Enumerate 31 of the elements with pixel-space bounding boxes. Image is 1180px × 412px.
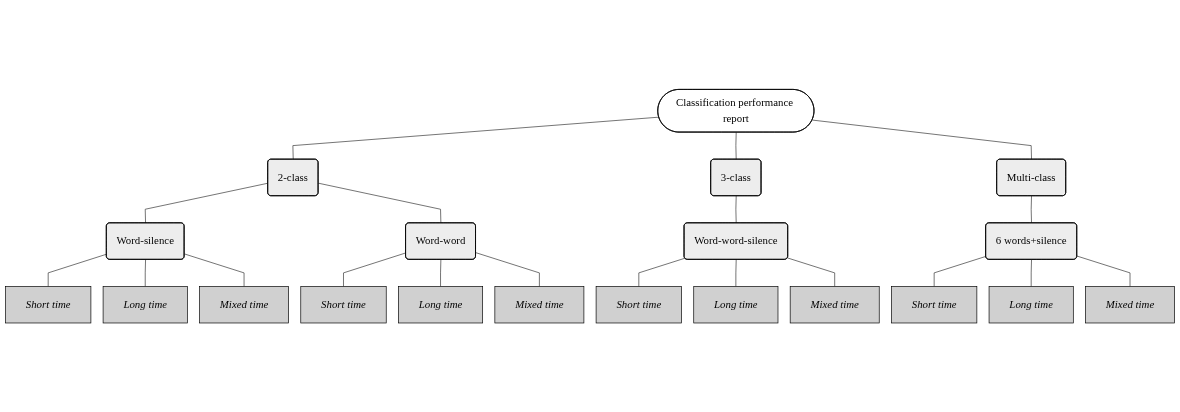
node-box: Short time: [300, 285, 387, 324]
node-box: Short time: [595, 285, 682, 324]
node-box: Mixed time: [199, 285, 289, 324]
connector: [318, 182, 442, 224]
connector: [144, 259, 146, 287]
connector: [735, 195, 737, 224]
connector: [47, 253, 107, 287]
connector: [475, 252, 540, 287]
connector: [638, 257, 686, 287]
connector: [1030, 195, 1032, 224]
connector: [933, 255, 987, 287]
node-box: Long time: [693, 285, 779, 324]
node-box: Mixed time: [789, 285, 880, 324]
connector: [735, 131, 737, 160]
connector: [292, 116, 660, 160]
connector: [787, 257, 836, 287]
node-box: Mixed time: [1085, 285, 1175, 324]
connector: [144, 182, 269, 224]
connector: [343, 252, 407, 287]
connector: [1076, 255, 1131, 287]
node-box: Short time: [891, 285, 978, 324]
node-box: Long time: [988, 285, 1074, 324]
connector: [735, 259, 737, 287]
connector: [184, 253, 245, 287]
connector: [812, 119, 1032, 160]
connector: [1030, 259, 1032, 287]
node-box: Long time: [102, 285, 188, 324]
connector: [440, 259, 442, 287]
node-box: Long time: [398, 285, 483, 324]
node-box: Mixed time: [494, 285, 585, 324]
node-box: Short time: [5, 285, 92, 324]
